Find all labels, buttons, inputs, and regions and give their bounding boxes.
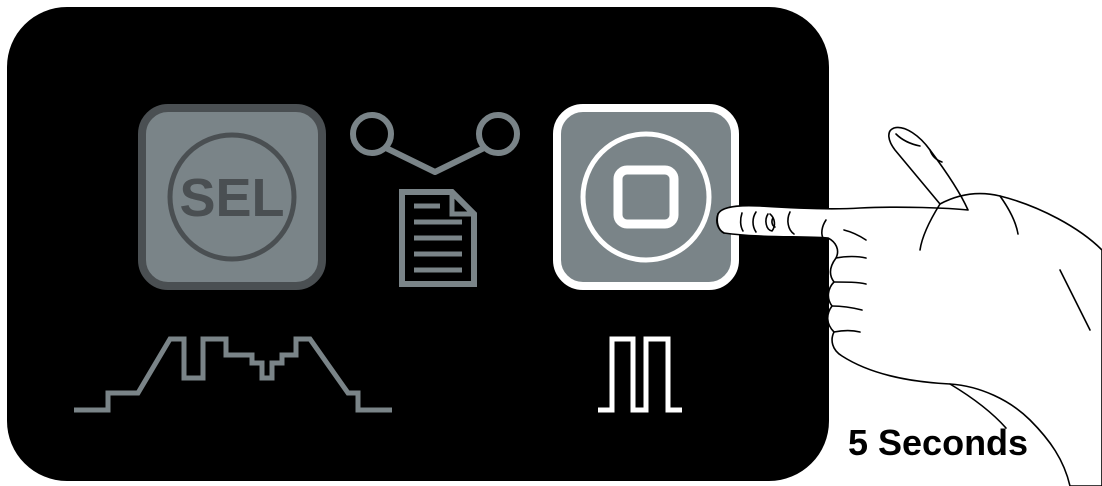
pulse-waveform-icon: [598, 339, 682, 410]
document-flow-icon: [353, 115, 517, 284]
flow-link: [386, 148, 484, 172]
sel-button-label: SEL: [179, 168, 284, 228]
flow-node-right: [479, 115, 517, 153]
hold-duration-label: 5 Seconds: [848, 422, 1028, 464]
sel-button[interactable]: SEL: [142, 108, 322, 286]
flow-node-left: [353, 115, 391, 153]
weld-profile-waveform-icon: [74, 339, 392, 410]
stop-button[interactable]: [557, 108, 735, 286]
